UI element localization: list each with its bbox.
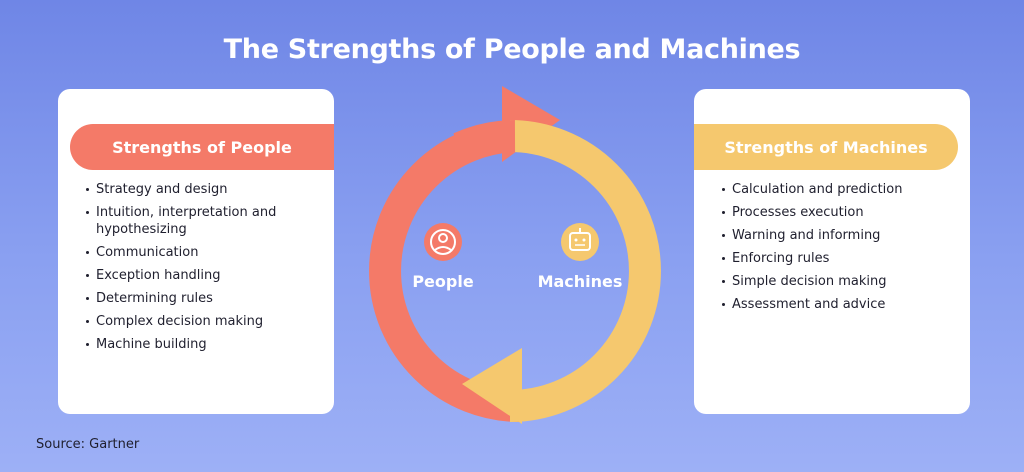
list-item: Strategy and design	[86, 181, 320, 198]
people-machines-cycle: People Machines	[350, 80, 680, 430]
cycle-arrows	[369, 86, 661, 424]
list-item: Assessment and advice	[722, 296, 956, 313]
list-item: Warning and informing	[722, 227, 956, 244]
machines-strengths-card: Strengths of Machines Calculation and pr…	[694, 89, 970, 414]
list-item: Calculation and prediction	[722, 181, 956, 198]
people-arrow	[369, 120, 521, 422]
machines-strengths-list: Calculation and prediction Processes exe…	[722, 181, 956, 319]
list-item: Communication	[86, 244, 320, 261]
list-item: Enforcing rules	[722, 250, 956, 267]
people-strengths-header: Strengths of People	[70, 124, 334, 170]
page-title: The Strengths of People and Machines	[223, 34, 801, 65]
list-item: Intuition, interpretation and hypothesiz…	[86, 204, 320, 238]
machines-label: Machines	[537, 272, 623, 291]
list-item: Simple decision making	[722, 273, 956, 290]
people-strengths-list: Strategy and design Intuition, interpret…	[86, 181, 320, 359]
people-strengths-card: Strengths of People Strategy and design …	[58, 89, 334, 414]
machines-strengths-header: Strengths of Machines	[694, 124, 958, 170]
machines-arrow	[509, 120, 661, 422]
list-item: Processes execution	[722, 204, 956, 221]
source-note: Source: Gartner	[36, 437, 140, 452]
people-label: People	[412, 272, 474, 291]
robot-icon	[561, 223, 599, 261]
list-item: Exception handling	[86, 267, 320, 284]
list-item: Determining rules	[86, 290, 320, 307]
list-item: Complex decision making	[86, 313, 320, 330]
list-item: Machine building	[86, 336, 320, 353]
person-icon	[424, 223, 462, 261]
machines-arrow-head	[462, 348, 522, 424]
